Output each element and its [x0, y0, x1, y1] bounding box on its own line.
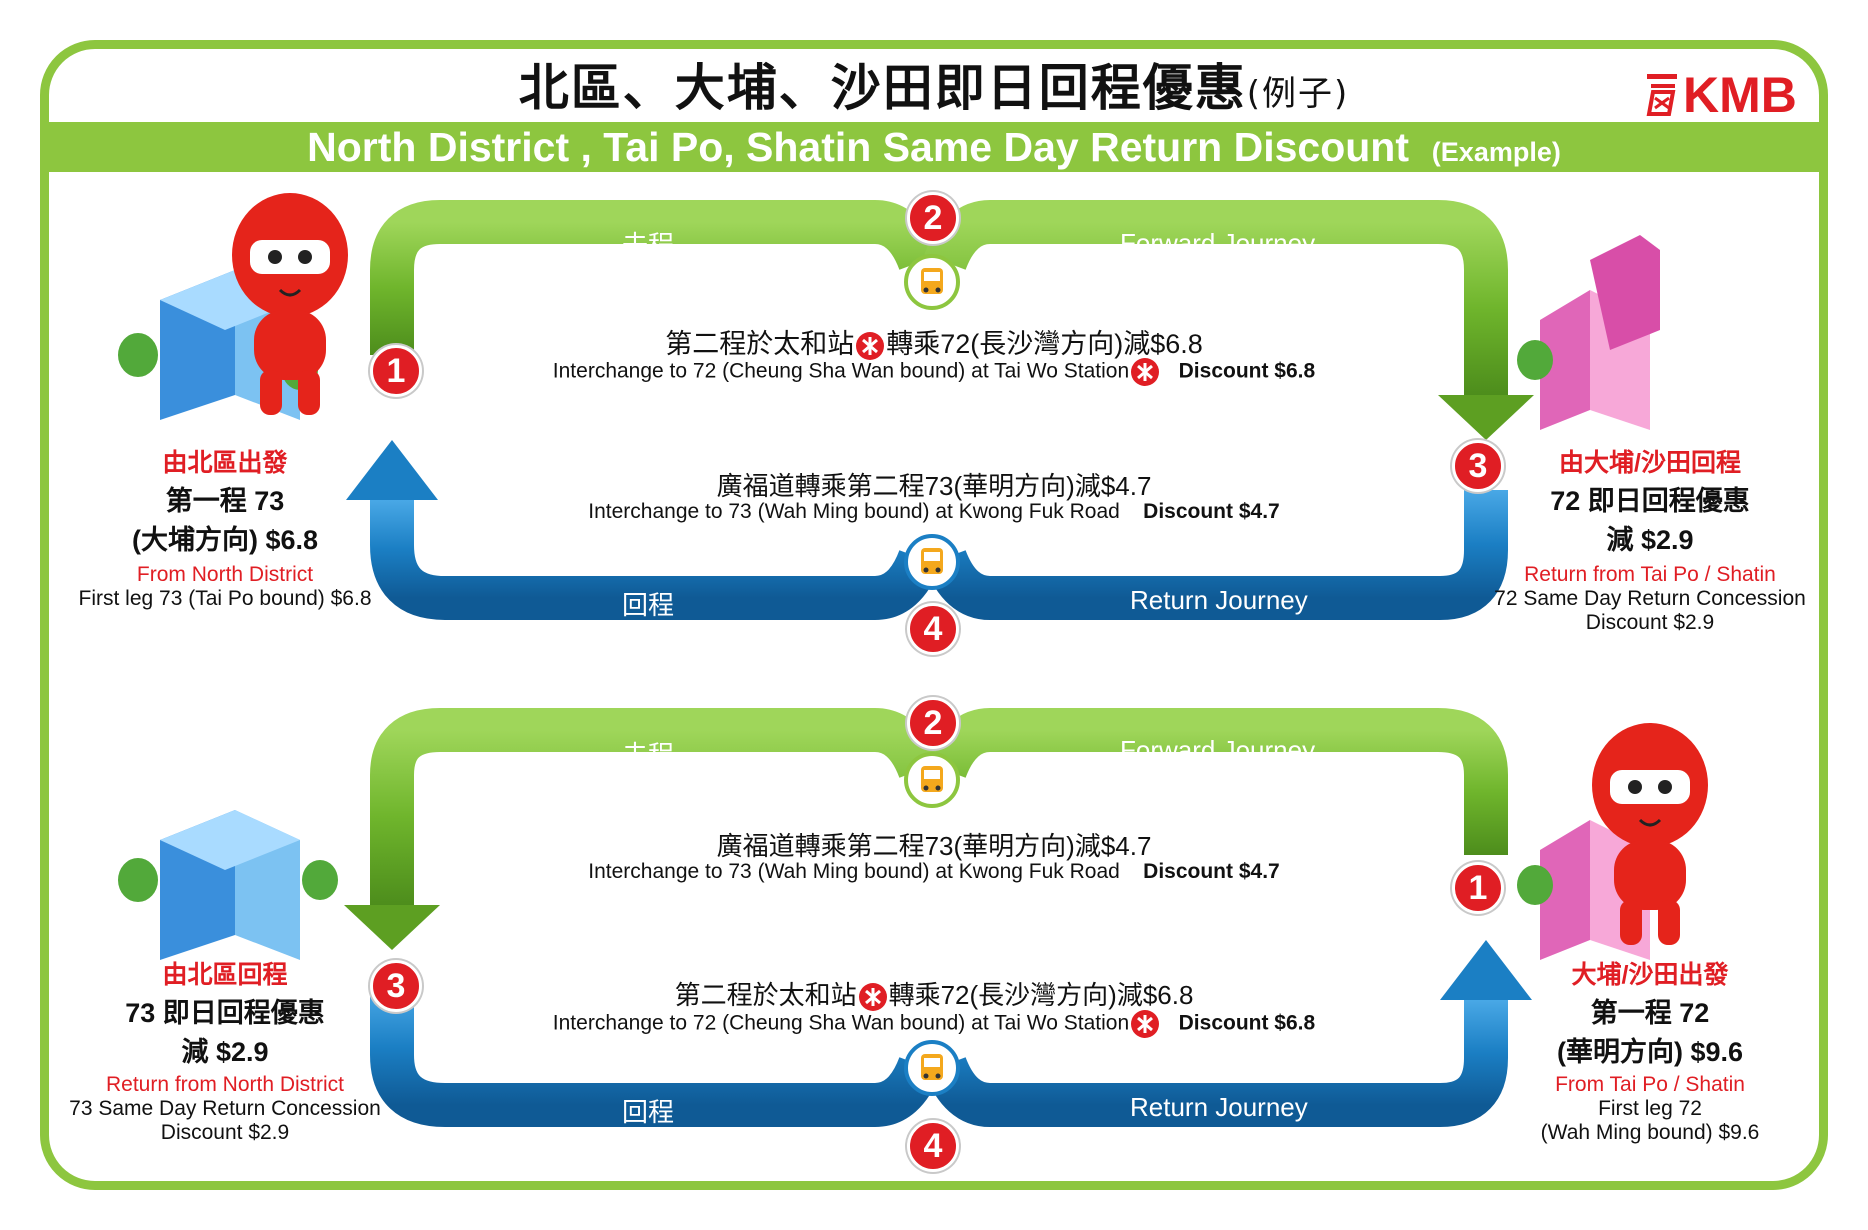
- step-4-badge: 4: [907, 603, 959, 655]
- mtr-logo-icon: [1131, 1010, 1160, 1038]
- bottom-return-label-cn: 回程: [622, 1097, 675, 1127]
- top-right-heading: 由大埔/沙田回程: [1559, 449, 1741, 477]
- kmb-mascot-icon: [1592, 723, 1708, 945]
- mtr-logo-icon: [856, 331, 885, 360]
- step-3-badge: 3: [370, 960, 422, 1012]
- bottom-right-heading: 大埔/沙田出發: [1571, 961, 1729, 989]
- blue-building-icon: [118, 810, 338, 960]
- step-1-badge: 1: [370, 345, 422, 397]
- pink-building-icon: [1517, 235, 1660, 430]
- kmb-mascot-icon: [232, 193, 348, 415]
- step-3-badge: 3: [1452, 440, 1504, 492]
- top-forward-label-cn: 去程: [622, 230, 675, 260]
- top-right-line1: 72 即日回程優惠: [1550, 486, 1750, 516]
- bus-interchange-icon: [904, 752, 960, 808]
- top-left-heading-en: From North District: [136, 563, 314, 586]
- bus-interchange-icon: [904, 1040, 960, 1096]
- top-forward-text-en: Interchange to 72 (Cheung Sha Wan bound)…: [0, 358, 1868, 386]
- bottom-left-line-en1: 73 Same Day Return Concession: [69, 1097, 381, 1120]
- bottom-left-line1: 73 即日回程優惠: [125, 998, 325, 1028]
- bottom-forward-text-en: Interchange to 73 (Wah Ming bound) at Kw…: [588, 860, 1280, 883]
- logo-text: KMB: [1683, 67, 1797, 118]
- title-band: [49, 122, 1819, 172]
- top-return-text-en: Interchange to 73 (Wah Ming bound) at Kw…: [588, 500, 1280, 523]
- top-right-line-en2: Discount $2.9: [1585, 611, 1715, 634]
- step-4-badge: 4: [907, 1120, 959, 1172]
- bottom-left-line2: 減 $2.9: [181, 1037, 269, 1067]
- top-return-label-en: Return Journey: [1130, 585, 1308, 615]
- mtr-logo-icon: [858, 983, 887, 1012]
- bus-interchange-icon: [904, 534, 960, 590]
- bottom-forward-arrow: [344, 708, 1508, 950]
- top-forward-arrow: [370, 200, 1534, 440]
- bottom-right-line2: (華明方向) $9.6: [1556, 1037, 1744, 1067]
- bottom-left-info: 由北區回程 73 即日回程優惠 減 $2.9 Return from North…: [40, 955, 410, 1145]
- top-right-line-en1: 72 Same Day Return Concession: [1494, 587, 1806, 610]
- bottom-right-line-en2: (Wah Ming bound) $9.6: [1540, 1121, 1760, 1144]
- bottom-return-text-en: Interchange to 72 (Cheung Sha Wan bound)…: [0, 1010, 1868, 1038]
- top-left-info: 由北區出發 第一程 73 (大埔方向) $6.8 From North Dist…: [40, 443, 410, 611]
- top-return-label-cn: 回程: [622, 590, 675, 620]
- bottom-right-line1: 第一程 72: [1590, 998, 1710, 1028]
- bottom-left-heading-en: Return from North District: [105, 1073, 345, 1096]
- step-2-badge: 2: [907, 192, 959, 244]
- bottom-right-line-en1: First leg 72: [1598, 1097, 1702, 1120]
- top-return-arrow: [346, 440, 1508, 620]
- page-title-english: North District , Tai Po, Shatin Same Day…: [307, 124, 1561, 170]
- top-right-heading-en: Return from Tai Po / Shatin: [1524, 563, 1776, 586]
- bottom-forward-text-cn: 廣福道轉乘第二程73(華明方向)減$4.7: [716, 831, 1152, 861]
- top-right-info: 由大埔/沙田回程 72 即日回程優惠 減 $2.9 Return from Ta…: [1460, 443, 1840, 635]
- bus-interchange-icon: [904, 254, 960, 310]
- mtr-logo-icon: [1131, 358, 1160, 386]
- bottom-return-label-en: Return Journey: [1130, 1092, 1308, 1122]
- step-2-badge: 2: [907, 697, 959, 749]
- top-left-heading: 由北區出發: [162, 449, 288, 477]
- bottom-return-text-cn: 第二程於太和站轉乘72(長沙灣方向)減$6.8: [674, 980, 1194, 1012]
- bottom-return-arrow: [370, 940, 1532, 1127]
- top-left-line-en: First leg 73 (Tai Po bound) $6.8: [78, 587, 372, 610]
- top-left-line2: (大埔方向) $6.8: [131, 525, 319, 555]
- top-forward-label-en: Forward Journey: [1120, 228, 1316, 258]
- kmb-logo: KMB: [1646, 67, 1797, 118]
- top-return-text-cn: 廣福道轉乘第二程73(華明方向)減$4.7: [716, 471, 1152, 501]
- bottom-left-heading: 由北區回程: [162, 961, 288, 989]
- bottom-right-heading-en: From Tai Po / Shatin: [1555, 1073, 1745, 1096]
- top-forward-text-cn: 第二程於太和站轉乘72(長沙灣方向)減$6.8: [665, 329, 1203, 360]
- step-1-badge: 1: [1452, 862, 1504, 914]
- bottom-forward-label-cn: 去程: [622, 740, 675, 770]
- bottom-forward-label-en: Forward Journey: [1120, 735, 1316, 765]
- top-right-line2: 減 $2.9: [1606, 525, 1694, 555]
- bottom-right-info: 大埔/沙田出發 第一程 72 (華明方向) $9.6 From Tai Po /…: [1460, 955, 1840, 1145]
- bottom-left-line-en2: Discount $2.9: [160, 1121, 290, 1144]
- page-title-chinese: 北區、大埔、沙田即日回程優惠(例子): [518, 59, 1350, 117]
- top-left-line1: 第一程 73: [165, 486, 285, 516]
